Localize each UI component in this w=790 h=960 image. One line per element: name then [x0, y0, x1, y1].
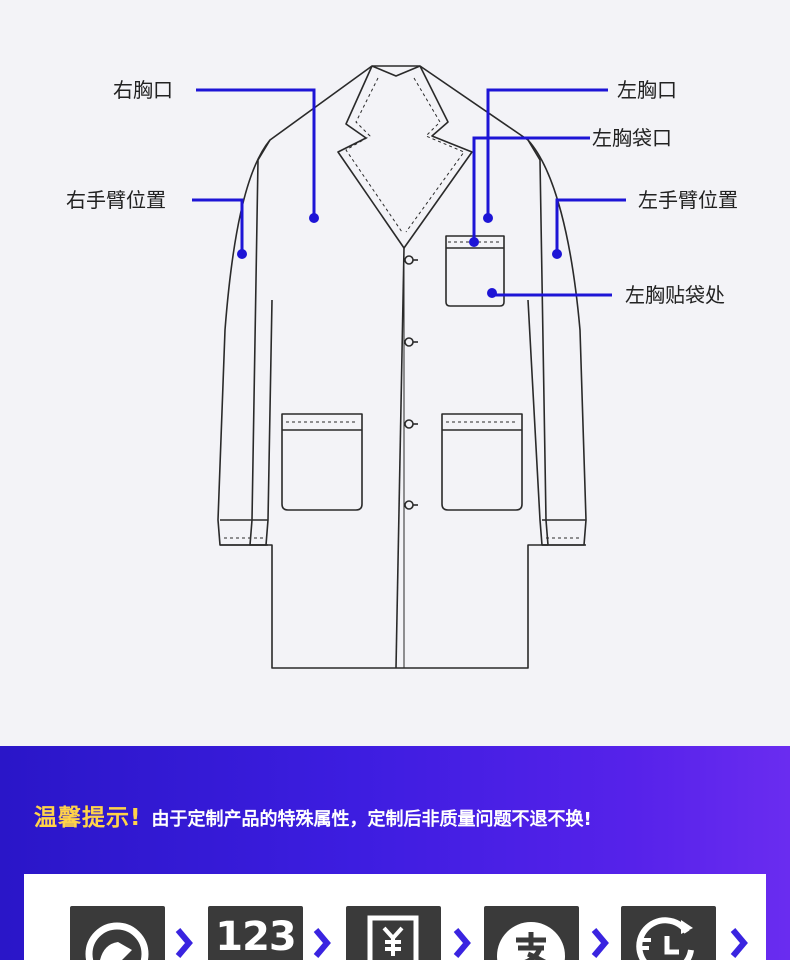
chevron-right-icon: [591, 928, 609, 958]
lab-coat-diagram: [192, 65, 626, 669]
numbers-label: 123: [215, 914, 297, 960]
numbers-icon: 123: [208, 906, 303, 960]
label-left-arm: 左手臂位置: [638, 188, 738, 212]
label-left-chest: 左胸口: [617, 78, 677, 102]
chevron-right-icon: [175, 928, 193, 958]
delivery-clock-icon: [621, 906, 716, 960]
label-left-patch-pocket: 左胸贴袋处: [625, 283, 725, 307]
notice: 温馨提示! 由于定制产品的特殊属性，定制后非质量问题不退不换!: [34, 798, 592, 832]
label-right-arm: 右手臂位置: [66, 188, 166, 212]
headset-icon: [70, 906, 165, 960]
label-right-chest: 右胸口: [113, 78, 173, 102]
notice-banner: 温馨提示! 由于定制产品的特殊属性，定制后非质量问题不退不换! 123: [0, 746, 790, 960]
chevron-right-icon: [313, 928, 331, 958]
diagram-area: 右胸口 右手臂位置 左胸口 左胸袋口 左手臂位置 左胸贴袋处: [66, 65, 738, 669]
label-left-pocket-opening: 左胸袋口: [592, 126, 672, 150]
alipay-icon: [484, 906, 579, 960]
chevron-right-icon: [730, 928, 748, 958]
process-steps-panel: 123: [24, 874, 766, 960]
notice-title: 温馨提示!: [34, 805, 142, 831]
notice-text: 由于定制产品的特殊属性，定制后非质量问题不退不换!: [151, 809, 592, 830]
chevron-right-icon: [453, 928, 471, 958]
yuan-icon: [346, 906, 441, 960]
